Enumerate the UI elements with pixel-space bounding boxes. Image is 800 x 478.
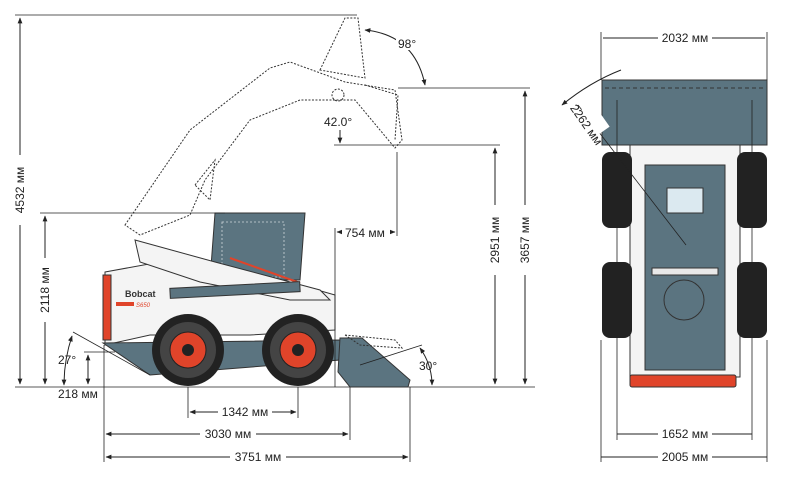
top-rear-bumper bbox=[629, 374, 737, 388]
arm-cylinder bbox=[169, 281, 301, 299]
rear-wheel bbox=[152, 314, 224, 386]
bucket-lowered bbox=[337, 337, 411, 388]
length-without-bucket-label: 3030 мм bbox=[205, 427, 252, 441]
dump-reach-label: 754 мм bbox=[345, 226, 385, 240]
hinge-height-label: 3657 мм bbox=[518, 217, 532, 264]
red-stripe bbox=[229, 257, 301, 284]
bucket-width-label: 2032 мм bbox=[662, 31, 709, 45]
ground-clearance-label: 218 мм bbox=[58, 387, 98, 401]
top-bucket bbox=[601, 79, 768, 146]
track-width-label: 1652 мм bbox=[662, 427, 709, 441]
brand-logo: Bobcat bbox=[125, 289, 156, 299]
top-engine-cover bbox=[663, 279, 705, 321]
dump-height-label: 2951 мм bbox=[488, 217, 502, 264]
bucket-ground-angle-label: 30° bbox=[419, 359, 437, 373]
raised-lift-arm bbox=[124, 17, 403, 236]
model-badge: S650 bbox=[136, 303, 151, 309]
departure-angle-label: 27° bbox=[58, 353, 76, 367]
top-window bbox=[666, 187, 704, 214]
overall-width-label: 2005 мм bbox=[662, 450, 709, 464]
dump-angle-label: 42.0° bbox=[324, 115, 352, 129]
brand-stripe bbox=[116, 302, 134, 306]
max-height-label: 4532 мм bbox=[13, 167, 27, 214]
side-view: Bobcat S650 4532 мм 2118 мм bbox=[12, 14, 535, 464]
cab-height-label: 2118 мм bbox=[38, 267, 52, 313]
wheelbase-label: 1342 мм bbox=[222, 405, 269, 419]
top-view: 2032 мм 2262 мм 1652 мм 2005 мм bbox=[556, 30, 768, 464]
rear-light-bar bbox=[102, 274, 112, 341]
cab bbox=[209, 212, 306, 281]
front-wheel bbox=[262, 314, 334, 386]
rollback-angle-label: 98° bbox=[398, 37, 416, 51]
length-with-bucket-label: 3751 мм bbox=[235, 450, 282, 464]
